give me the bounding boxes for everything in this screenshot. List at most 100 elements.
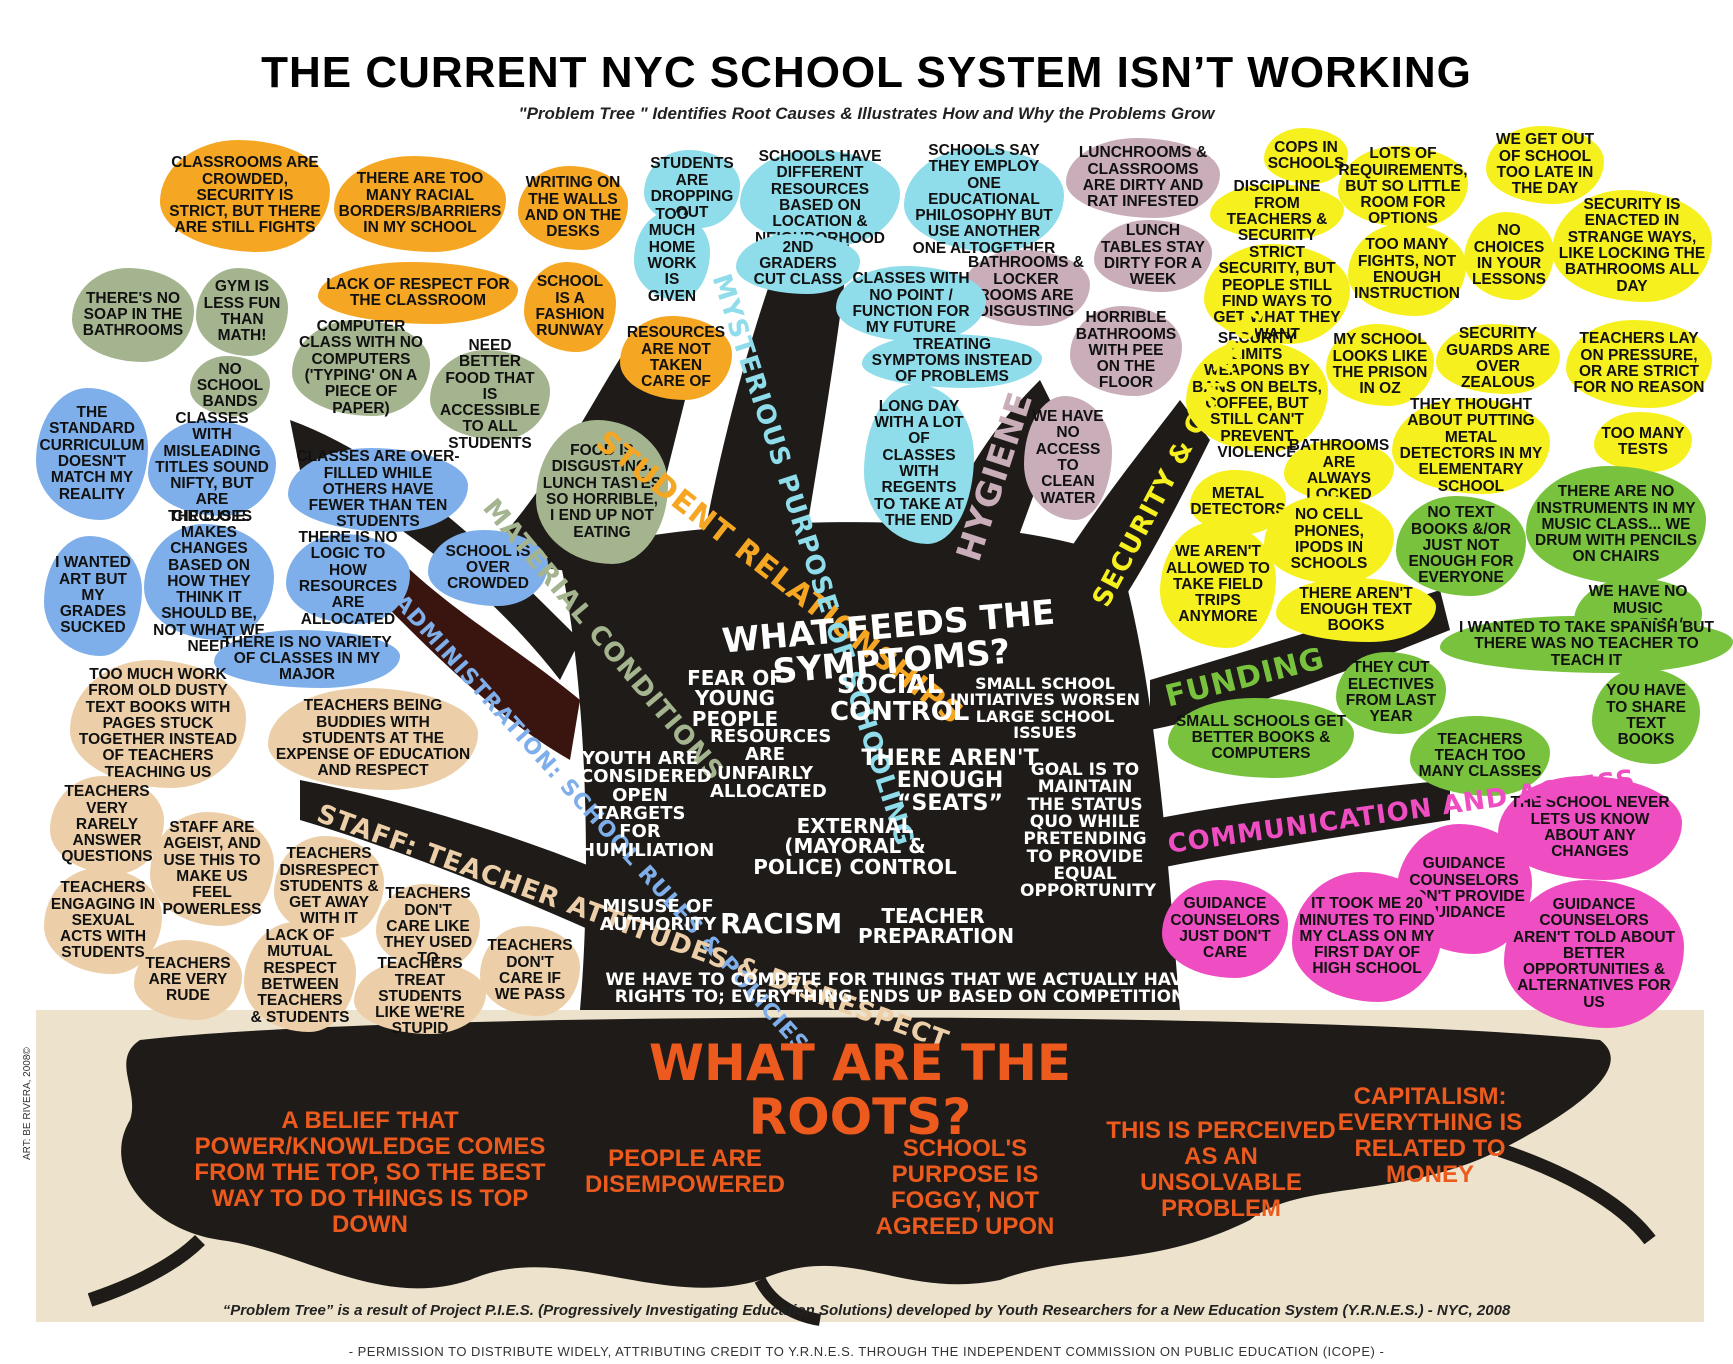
leaf: GUIDANCE COUNSELORS JUST DON'T CARE	[1162, 880, 1288, 978]
leaf: TEACHERS DON'T CARE IF WE PASS	[480, 926, 580, 1016]
leaf: CLASSES WITH NO POINT / FUNCTION FOR MY …	[836, 266, 986, 342]
leaf: NO CELL PHONES, IPODS IN SCHOOLS	[1264, 496, 1394, 584]
leaf: I WANTED TO TAKE SPANISH BUT THERE WAS N…	[1440, 616, 1733, 673]
leaf: SMALL SCHOOLS GET BETTER BOOKS & COMPUTE…	[1168, 698, 1354, 778]
branch-purpose	[700, 230, 850, 570]
leaf: THE D.O.E. MAKES CHANGES BASED ON HOW TH…	[144, 508, 274, 655]
leaf: TEACHERS DON'T CARE LIKE THEY USED TO	[376, 884, 480, 970]
leaf: THEY CUT ELECTIVES FROM LAST YEAR	[1336, 652, 1446, 734]
leaf: NO TEXT BOOKS &/OR JUST NOT ENOUGH FOR E…	[1396, 496, 1526, 596]
leaf: THE SCHOOL NEVER LETS US KNOW ABOUT ANY …	[1498, 776, 1682, 880]
leaf: WE HAVE NO ACCESS TO CLEAN WATER	[1024, 396, 1112, 520]
leaf: I WANTED ART BUT MY GRADES SUCKED	[44, 536, 142, 656]
leaf: GUIDANCE COUNSELORS AREN'T TOLD ABOUT BE…	[1504, 880, 1684, 1028]
root-tendril	[87, 1234, 205, 1307]
trunk	[560, 522, 1180, 1010]
leaf: TEACHERS LAY ON PRESSURE, OR ARE STRICT …	[1566, 320, 1712, 408]
leaf: WE GET OUT OF SCHOOL TOO LATE IN THE DAY	[1486, 126, 1604, 204]
project-credit: “Problem Tree” is a result of Project P.…	[222, 1302, 1511, 1319]
leaf: TEACHERS DISRESPECT STUDENTS & GET AWAY …	[274, 836, 384, 938]
symptom: WE HAVE TO COMPETE FOR THINGS THAT WE AC…	[605, 970, 1195, 1008]
leaf: LACK OF MUTUAL RESPECT BETWEEN TEACHERS …	[244, 922, 356, 1032]
leaf: DISCIPLINE FROM TEACHERS & SECURITY	[1210, 179, 1344, 244]
leaf: CLASSROOMS ARE CROWDED, SECURITY IS STRI…	[160, 140, 330, 252]
leaf: STRICT SECURITY, BUT PEOPLE STILL FIND W…	[1204, 244, 1350, 344]
leaf: STAFF ARE AGEIST, AND USE THIS TO MAKE U…	[150, 812, 274, 926]
symptom: RACISM	[720, 907, 843, 940]
leaf: YOU HAVE TO SHARE TEXT BOOKS	[1592, 668, 1700, 764]
symptom: EXTERNAL (MAYORAL & POLICE) CONTROL	[753, 814, 957, 879]
leaf: SECURITY LIMITS WEAPONS BY BANS ON BELTS…	[1186, 330, 1328, 460]
root-cause: CAPITALISM: EVERYTHING IS RELATED TO MON…	[1337, 1083, 1523, 1188]
root-cause: A BELIEF THAT POWER/KNOWLEDGE COMES FROM…	[194, 1107, 546, 1238]
leaf: SCHOOLS SAY THEY EMPLOY ONE EDUCATIONAL …	[904, 142, 1064, 256]
symptom: SOCIAL CONTROL	[830, 670, 970, 727]
leaf: MY SCHOOL LOOKS LIKE THE PRISON IN OZ	[1326, 324, 1434, 406]
leaf: COMPUTER CLASS WITH NO COMPUTERS ('TYPIN…	[292, 319, 430, 416]
leaf: THERE ARE TOO MANY RACIAL BORDERS/BARRIE…	[334, 156, 506, 252]
leaf: THERE IS NO LOGIC TO HOW RESOURCES ARE A…	[286, 530, 410, 627]
leaf: TEACHERS ARE VERY RUDE	[134, 940, 242, 1020]
branch-staff	[300, 780, 600, 930]
artist-credit: ART: BE RIVERA, 2008©	[22, 1047, 33, 1160]
leaf: THERE AREN'T ENOUGH TEXT BOOKS	[1276, 578, 1436, 642]
leaf: TOO MANY FIGHTS, NOT ENOUGH INSTRUCTION	[1348, 224, 1466, 316]
leaf: TEACHERS BEING BUDDIES WITH STUDENTS AT …	[268, 688, 478, 790]
leaf: LOTS OF REQUIREMENTS, BUT SO LITTLE ROOM…	[1338, 145, 1468, 228]
leaf: COPS IN SCHOOLS	[1264, 128, 1348, 184]
leaf: TEACHERS ENGAGING IN SEXUAL ACTS WITH ST…	[44, 868, 162, 974]
leaf: CLASSES WITH MISLEADING TITLES SOUND NIF…	[148, 410, 276, 524]
root-cause: SCHOOL'S PURPOSE IS FOGGY, NOT AGREED UP…	[875, 1135, 1055, 1240]
page-title: THE CURRENT NYC SCHOOL SYSTEM ISN’T WORK…	[261, 48, 1472, 97]
page-subtitle: "Problem Tree " Identifies Root Causes &…	[518, 104, 1215, 123]
leaf: TOO MANY TESTS	[1594, 412, 1692, 472]
leaf: BATHROOMS & LOCKER ROOMS ARE DISGUSTING	[962, 250, 1090, 326]
symptom: THERE AREN'T ENOUGH “SEATS”	[861, 746, 1039, 816]
leaf: TREATING SYMPTOMS INSTEAD OF PROBLEMS	[862, 334, 1042, 388]
leaf: HORRIBLE BATHROOMS WITH PEE ON THE FLOOR	[1070, 306, 1182, 396]
symptom: GOAL IS TO MAINTAIN THE STATUS QUO WHILE…	[1020, 760, 1157, 902]
symptom: FEAR OF YOUNG PEOPLE	[687, 666, 783, 731]
branch-communication	[1150, 780, 1450, 870]
leaf: TOO MUCH HOME WORK IS GIVEN	[634, 207, 710, 304]
leaf: FOOD IS DISGUSTING, LUNCH TASTES SO HORR…	[536, 420, 668, 564]
root-tendril	[754, 1277, 822, 1326]
branch-administration	[380, 560, 580, 760]
leaf: SCHOOLS HAVE DIFFERENT RESOURCES BASED O…	[740, 149, 900, 246]
leaf: THERE ARE NO INSTRUMENTS IN MY MUSIC CLA…	[1526, 466, 1706, 584]
root-tendril	[1497, 1143, 1656, 1245]
leaf: RESOURCES ARE NOT TAKEN CARE OF	[620, 316, 732, 400]
leaf: LONG DAY WITH A LOT OF CLASSES WITH REGE…	[864, 384, 974, 544]
root-cause: PEOPLE ARE DISEMPOWERED	[584, 1145, 785, 1198]
leaf: THERE'S NO SOAP IN THE BATHROOMS	[72, 268, 194, 362]
leaf: LUNCH TABLES STAY DIRTY FOR A WEEK	[1094, 220, 1212, 292]
roots-heading: WHAT ARE THE ROOTS?	[648, 1034, 1072, 1146]
leaf: CLASSES ARE OVER-FILLED WHILE OTHERS HAV…	[288, 448, 468, 532]
leaf: THEY THOUGHT ABOUT PUTTING METAL DETECTO…	[1392, 397, 1550, 494]
symptom: RESOURCES ARE UNFAIRLY ALLOCATED	[710, 726, 832, 803]
leaf: GYM IS LESS FUN THAN MATH!	[196, 268, 288, 356]
root-cause: THIS IS PERCEIVED AS AN UNSOLVABLE PROBL…	[1106, 1117, 1336, 1222]
symptom: YOUTH ARE CONSIDERED OPEN TARGETS FOR HU…	[580, 748, 715, 861]
symptom: TEACHER PREPARATION	[858, 904, 1015, 949]
leaf: TEACHERS VERY RARELY ANSWER QUESTIONS	[50, 776, 164, 874]
leaf: SCHOOL IS OVER CROWDED	[428, 530, 548, 606]
leaf: WE AREN'T ALLOWED TO TAKE FIELD TRIPS AN…	[1160, 522, 1276, 648]
leaf: SECURITY GUARDS ARE OVER ZEALOUS	[1436, 324, 1560, 394]
leaf: TOO MUCH WORK FROM OLD DUSTY TEXT BOOKS …	[70, 660, 246, 788]
leaf: 2nd GRADERS CUT CLASS	[736, 234, 860, 294]
leaf: SECURITY IS ENACTED IN STRANGE WAYS, LIK…	[1552, 190, 1712, 302]
symptom: SMALL SCHOOL INITIATIVES WORSEN LARGE SC…	[950, 674, 1140, 742]
permission-note: - PERMISSION TO DISTRIBUTE WIDELY, ATTRI…	[348, 1344, 1385, 1359]
leaf: STUDENTS ARE DROPPING OUT	[644, 150, 740, 228]
leaf: LACK OF RESPECT FOR THE CLASSROOM	[318, 262, 518, 324]
leaf: THE STANDARD CURRICULUM DOESN'T MATCH MY…	[36, 388, 148, 520]
leaf: IT TOOK ME 20 MINUTES TO FIND MY CLASS O…	[1292, 872, 1442, 1002]
leaf: THERE IS NO VARIETY OF CLASSES IN MY MAJ…	[214, 630, 400, 688]
leaf: NEED BETTER FOOD THAT IS ACCESSIBLE TO A…	[430, 337, 550, 451]
leaf: NO SCHOOL BANDS	[190, 356, 270, 416]
leaf: TEACHERS TREAT STUDENTS LIKE WE'RE STUPI…	[354, 956, 486, 1037]
leaf: WRITING ON THE WALLS AND ON THE DESKS	[518, 166, 628, 250]
roots	[121, 1017, 1611, 1289]
